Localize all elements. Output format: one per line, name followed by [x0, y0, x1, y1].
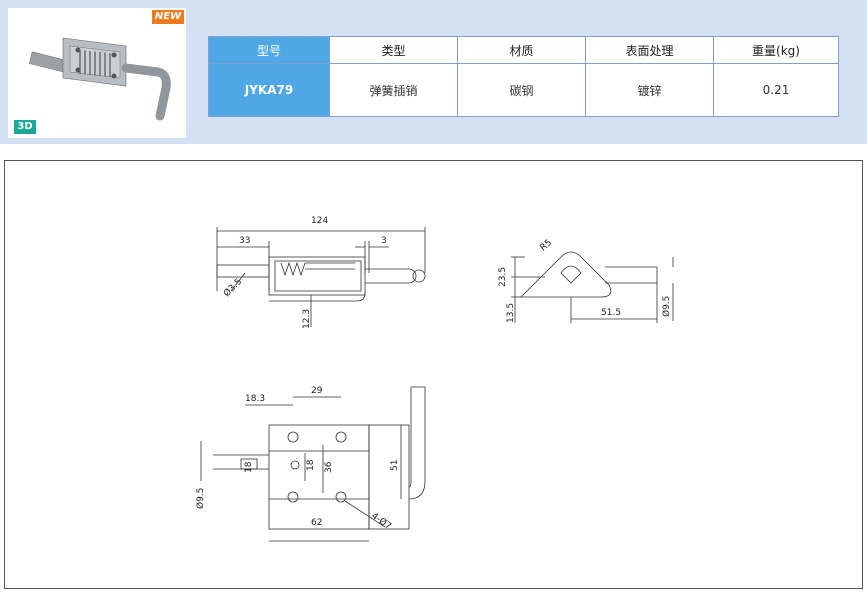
dim-r5: R5 [539, 238, 555, 253]
cell-type: 弹簧插销 [329, 63, 458, 117]
cell-finish: 镀锌 [585, 63, 714, 117]
header-weight: 重量(kg) [713, 36, 839, 64]
product-photo [8, 8, 186, 138]
header-type: 类型 [329, 36, 458, 64]
side-view [216, 227, 426, 327]
dim-51-5: 51.5 [601, 308, 621, 318]
dimension-labels: 124 33 3 Ø3.5 12.3 R5 23.5 13.5 51.5 Ø9.… [195, 216, 672, 532]
dim-124: 124 [311, 216, 328, 226]
spec-table: 型号 类型 材质 表面处理 重量(kg) JYKA79 弹簧插销 碳钢 镀锌 0… [208, 36, 839, 117]
dim-33: 33 [239, 236, 250, 246]
dim-18b: 18 [306, 459, 316, 471]
dim-12-3: 12.3 [302, 309, 312, 329]
cell-weight: 0.21 [713, 63, 839, 117]
dim-front-dia: Ø9.5 [195, 488, 206, 509]
header-material: 材质 [457, 36, 586, 64]
dim-end-dia: Ø9.5 [661, 296, 672, 317]
cell-material: 碳钢 [457, 63, 586, 117]
dim-51: 51 [390, 460, 400, 471]
technical-drawing: 124 33 3 Ø3.5 12.3 R5 23.5 13.5 51.5 Ø9.… [4, 160, 863, 589]
new-badge: NEW [152, 10, 184, 24]
front-view [200, 386, 426, 542]
dim-pin-dia: Ø3.5 [221, 276, 244, 299]
drawing-canvas: 124 33 3 Ø3.5 12.3 R5 23.5 13.5 51.5 Ø9.… [195, 216, 674, 542]
3d-badge[interactable]: 3D [14, 120, 36, 134]
dim-62: 62 [311, 518, 322, 528]
dim-18-3: 18.3 [245, 394, 265, 404]
header-model: 型号 [208, 36, 330, 64]
header-finish: 表面处理 [585, 36, 714, 64]
spec-data-row: JYKA79 弹簧插销 碳钢 镀锌 0.21 [208, 63, 839, 117]
dim-3: 3 [381, 236, 387, 246]
dim-18a: 18 [244, 461, 254, 473]
dim-29: 29 [311, 386, 323, 396]
spec-header-row: 型号 类型 材质 表面处理 重量(kg) [208, 36, 839, 64]
end-view [511, 251, 674, 323]
dim-13-5: 13.5 [506, 303, 516, 323]
cell-model: JYKA79 [208, 63, 330, 117]
dim-23-5: 23.5 [498, 267, 508, 287]
spring-latch-image [29, 37, 171, 121]
dim-36: 36 [324, 461, 334, 473]
